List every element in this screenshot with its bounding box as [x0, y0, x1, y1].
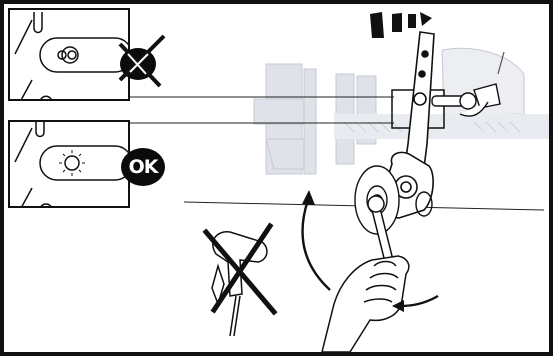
ok-label: OK [129, 156, 158, 178]
detail-panel-ok [8, 120, 130, 208]
crossed-out-impact-wrench-icon [206, 226, 274, 336]
rotate-arrowhead-up [302, 190, 315, 205]
hand [322, 256, 409, 352]
ok-circle-icon: OK [121, 148, 165, 186]
crossed-out-circle-icon [108, 30, 172, 90]
pin-detail-ok [10, 122, 130, 208]
